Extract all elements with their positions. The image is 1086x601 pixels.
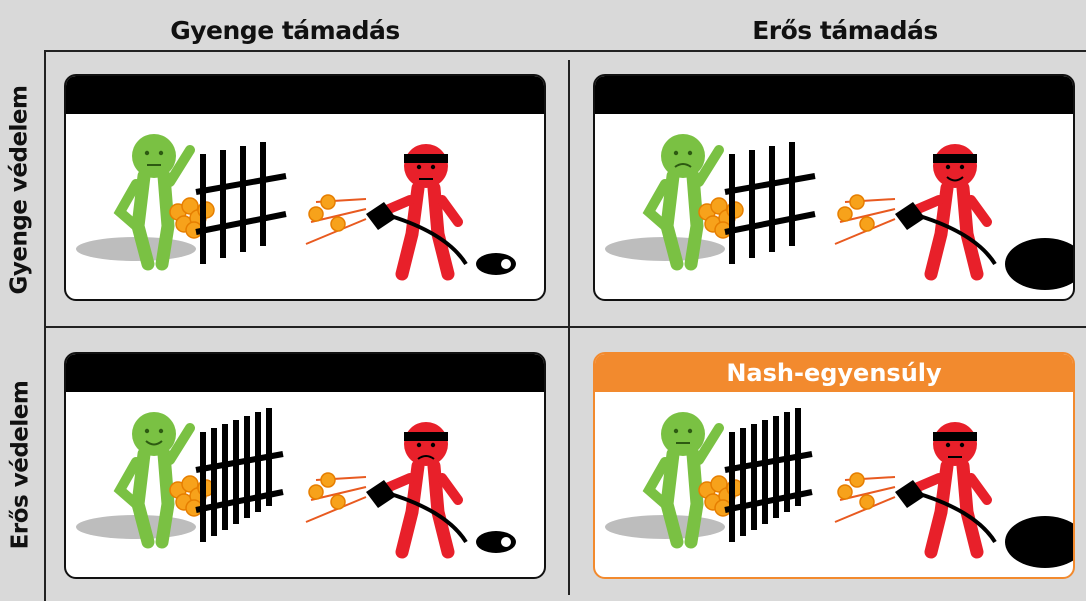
grid-middle-horizontal-line	[44, 326, 1086, 328]
fence-rail	[724, 451, 813, 473]
vacuum-nozzle	[366, 202, 396, 230]
coin	[859, 216, 875, 232]
coin	[320, 194, 336, 210]
attacker-figure	[377, 144, 463, 281]
coin	[859, 494, 875, 510]
defender-figure	[113, 412, 195, 549]
panel-weak-defense-strong-attack	[593, 74, 1075, 301]
fence-rail	[195, 173, 287, 195]
coin	[330, 216, 346, 232]
fence-post	[740, 428, 746, 536]
fence-post	[255, 412, 261, 512]
column-header-strong-attack: Erős támadás	[752, 16, 938, 45]
fence-rail	[195, 211, 287, 235]
fence-rail	[724, 489, 813, 513]
fence-post	[751, 424, 757, 530]
vacuum-hose	[383, 212, 468, 266]
attacker-figure	[906, 144, 992, 281]
vacuum-hose	[912, 212, 997, 266]
vacuum-hose	[912, 490, 997, 544]
fence-post	[729, 154, 735, 264]
fence-post	[749, 150, 755, 258]
fence-post	[200, 154, 206, 264]
illustration-scene	[605, 134, 1073, 290]
vacuum-nozzle	[895, 480, 925, 508]
coin	[181, 197, 199, 215]
fence-rail	[724, 173, 816, 195]
grid-left-line	[44, 50, 46, 601]
defender-figure	[642, 412, 724, 549]
fence-post	[762, 420, 768, 524]
fence-rail	[724, 211, 816, 235]
grid-middle-vertical-line	[568, 60, 570, 595]
grid-top-line	[44, 50, 1086, 52]
coin	[330, 494, 346, 510]
vacuum-hose	[383, 490, 468, 544]
row-header-strong-defense-label: Erős védelem	[7, 380, 33, 550]
fence-rail	[195, 451, 284, 473]
panel-header-bar	[595, 76, 1073, 114]
fence-post	[211, 428, 217, 536]
panel-strong-defense-weak-attack	[64, 352, 546, 579]
fence-rail	[195, 489, 284, 513]
coin	[837, 206, 853, 222]
vacuum-nozzle	[366, 480, 396, 508]
vacuum-nozzle	[895, 202, 925, 230]
coin	[849, 194, 865, 210]
vacuum-body	[1005, 516, 1073, 568]
coin	[710, 475, 728, 493]
coin	[308, 484, 324, 500]
fence-post	[769, 146, 775, 252]
fence-post	[244, 416, 250, 518]
coin	[710, 197, 728, 215]
row-header-weak-defense: Gyenge védelem	[0, 60, 40, 320]
vacuum-body	[476, 253, 516, 275]
illustration-scene	[605, 408, 1073, 568]
nash-equilibrium-label: Nash-egyensúly	[595, 354, 1073, 392]
panel-nash-equilibrium: Nash-egyensúly	[593, 352, 1075, 579]
coin	[849, 472, 865, 488]
vacuum-body	[476, 531, 516, 553]
coin	[320, 472, 336, 488]
fence-post	[222, 424, 228, 530]
illustration-scene	[76, 408, 516, 559]
panel-weak-defense-weak-attack	[64, 74, 546, 301]
fence-post	[260, 142, 266, 246]
row-header-strong-defense: Erős védelem	[0, 335, 40, 595]
defender-figure	[113, 134, 195, 271]
panel-header-bar	[66, 354, 544, 392]
row-header-weak-defense-label: Gyenge védelem	[7, 85, 33, 295]
fence-post	[240, 146, 246, 252]
coin	[181, 475, 199, 493]
fence-post	[220, 150, 226, 258]
fence-post	[200, 432, 206, 542]
fence-post	[233, 420, 239, 524]
panel-header-bar	[66, 76, 544, 114]
attacker-figure	[377, 422, 463, 559]
vacuum-body	[1005, 238, 1073, 290]
defender-figure	[642, 134, 724, 271]
fence-post	[784, 412, 790, 512]
column-header-weak-attack: Gyenge támadás	[170, 16, 400, 45]
fence-post	[729, 432, 735, 542]
attacker-figure	[906, 422, 992, 559]
coin	[308, 206, 324, 222]
illustration-scene	[76, 134, 516, 281]
coin	[837, 484, 853, 500]
fence-post	[789, 142, 795, 246]
fence-post	[773, 416, 779, 518]
